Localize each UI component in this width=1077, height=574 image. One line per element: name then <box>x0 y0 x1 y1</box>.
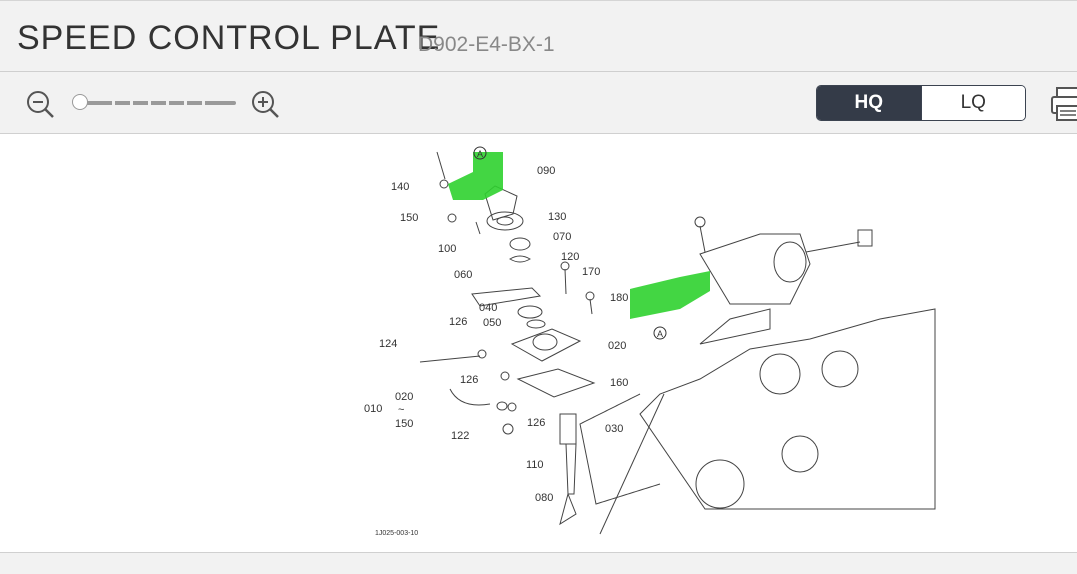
callout-150: 150 <box>395 418 413 430</box>
footer-bar <box>0 552 1077 574</box>
part-code: D902-E4-BX-1 <box>418 33 555 56</box>
callout-070: 070 <box>553 231 571 243</box>
callout-170: 170 <box>582 266 600 278</box>
zoom-slider-tick <box>130 100 133 106</box>
zoom-slider-thumb[interactable] <box>72 94 88 110</box>
callout-020: 020 <box>395 391 413 403</box>
exploded-parts-diagram: A A 140 150 100 090 130 070 120 060 170 … <box>364 146 936 537</box>
zoom-slider-tick <box>166 100 169 106</box>
marker-a-label: A <box>657 329 663 339</box>
drawing-code: 1J025-003-10 <box>375 530 418 537</box>
zoom-slider-tick <box>202 100 205 106</box>
zoom-slider-tick <box>148 100 151 106</box>
printer-icon <box>1051 87 1077 121</box>
lq-button[interactable]: LQ <box>920 86 1025 120</box>
marker-a-top <box>473 146 487 160</box>
callout-126: 126 <box>460 374 478 386</box>
toolbar: HQ LQ <box>0 72 1077 134</box>
parts-diagram-viewer[interactable]: A A 140 150 100 090 130 070 120 060 170 … <box>0 134 1077 552</box>
callout-126: 126 <box>449 316 467 328</box>
quality-toggle: HQ LQ <box>816 85 1026 121</box>
highlight-mark <box>630 271 710 319</box>
callout-020: 020 <box>608 340 626 352</box>
zoom-slider-tick <box>184 100 187 106</box>
callout-050: 050 <box>483 317 501 329</box>
callout-010: 010 <box>364 403 382 415</box>
callout-090: 090 <box>537 165 555 177</box>
zoom-slider[interactable] <box>72 94 236 112</box>
callout-110: 110 <box>526 459 544 471</box>
zoom-in-icon <box>252 91 279 118</box>
callout-124: 124 <box>379 338 397 350</box>
callout-030: 030 <box>605 423 623 435</box>
callout-060: 060 <box>454 269 472 281</box>
callout-126: 126 <box>527 417 545 429</box>
marker-a-bottom <box>653 326 667 340</box>
callout-140: 140 <box>391 181 409 193</box>
callout-150: 150 <box>400 212 418 224</box>
marker-a-label: A <box>477 149 483 159</box>
callout-180: 180 <box>610 292 628 304</box>
page-title: SPEED CONTROL PLATE <box>17 19 441 57</box>
print-button[interactable] <box>1049 84 1077 124</box>
zoom-out-button[interactable] <box>24 88 56 120</box>
zoom-slider-tick <box>112 100 115 106</box>
callout-040: 040 <box>479 302 497 314</box>
callout-080: 080 <box>535 492 553 504</box>
callout-160: 160 <box>610 377 628 389</box>
callout-130: 130 <box>548 211 566 223</box>
callout-100: 100 <box>438 243 456 255</box>
zoom-out-icon <box>27 91 54 118</box>
highlight-mark <box>448 152 503 200</box>
zoom-slider-track <box>80 101 236 105</box>
zoom-in-button[interactable] <box>249 88 281 120</box>
callout-range-tilde: ~ <box>398 404 404 416</box>
title-bar: SPEED CONTROL PLATE D902-E4-BX-1 <box>0 0 1077 72</box>
callout-122: 122 <box>451 430 469 442</box>
hq-button[interactable]: HQ <box>817 86 921 120</box>
callout-120: 120 <box>561 251 579 263</box>
